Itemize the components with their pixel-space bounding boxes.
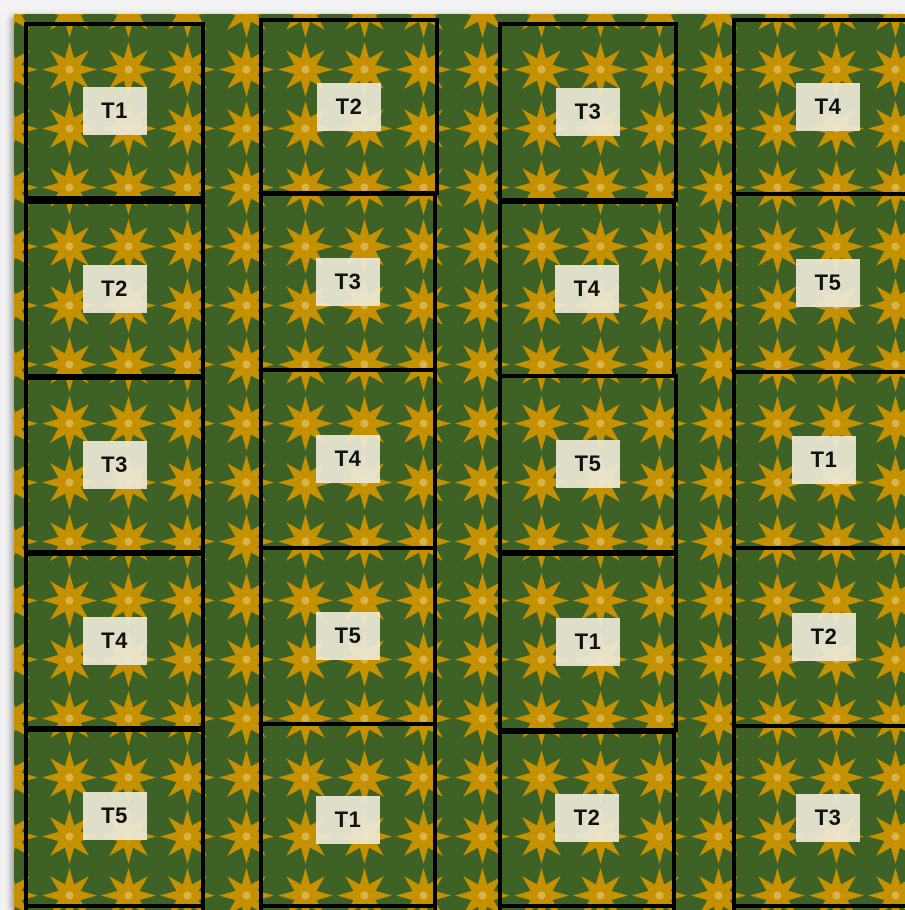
field-layout: T1 T2 T3 T4 T5 T2 T3 T4 T5 T1 T3 T4 T5 T… — [14, 14, 905, 910]
plot-label: T2 — [792, 613, 856, 661]
plot-cell[interactable]: T2 — [732, 546, 905, 728]
plot-label: T2 — [555, 794, 619, 842]
plot-label: T4 — [83, 617, 147, 665]
plot-label: T1 — [792, 436, 856, 484]
plot-label: T1 — [556, 618, 620, 666]
plot-cell-partial — [498, 904, 676, 910]
plot-cell[interactable]: T2 — [24, 200, 205, 378]
plot-label: T2 — [83, 265, 147, 313]
plot-label: T2 — [317, 83, 381, 131]
plot-cell[interactable]: T5 — [732, 192, 905, 374]
plot-label: T5 — [556, 440, 620, 488]
plot-cell[interactable]: T1 — [259, 722, 437, 910]
plot-cell[interactable]: T4 — [259, 368, 437, 550]
plot-cell[interactable]: T3 — [498, 22, 678, 202]
plot-cell[interactable]: T5 — [259, 546, 437, 726]
plot-label: T3 — [316, 258, 380, 306]
plot-label: T1 — [316, 796, 380, 844]
plot-cell[interactable]: T5 — [498, 374, 678, 554]
plot-label: T5 — [796, 259, 860, 307]
plot-cell[interactable]: T4 — [24, 552, 205, 730]
plot-cell[interactable]: T2 — [259, 18, 439, 195]
plot-label: T3 — [83, 441, 147, 489]
plot-cell[interactable]: T1 — [732, 370, 905, 550]
plot-label: T3 — [556, 88, 620, 136]
plot-cell[interactable]: T4 — [498, 200, 676, 378]
plot-label: T4 — [316, 435, 380, 483]
plot-cell[interactable]: T1 — [24, 22, 205, 200]
plot-label: T5 — [316, 612, 380, 660]
plot-cell[interactable]: T2 — [498, 730, 676, 910]
plot-cell[interactable]: T3 — [732, 724, 905, 910]
plot-cell[interactable]: T3 — [259, 192, 437, 372]
plot-label: T4 — [555, 265, 619, 313]
plot-cell[interactable]: T4 — [732, 18, 905, 196]
plot-cell[interactable]: T3 — [24, 376, 205, 554]
plot-cell[interactable]: T1 — [498, 552, 678, 732]
plot-cell-partial — [259, 904, 437, 910]
plot-label: T1 — [83, 87, 147, 135]
plot-label: T5 — [83, 792, 147, 840]
plot-label: T3 — [796, 794, 860, 842]
plot-cell-partial — [732, 904, 905, 910]
plot-cell-partial — [24, 904, 205, 910]
plot-cell[interactable]: T5 — [24, 728, 205, 910]
plot-label: T4 — [796, 83, 860, 131]
